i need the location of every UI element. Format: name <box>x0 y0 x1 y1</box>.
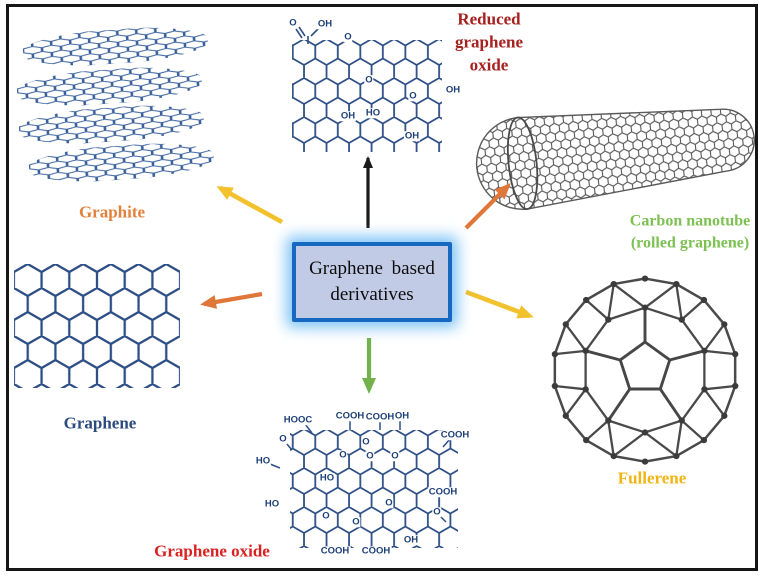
chem-label: O <box>408 90 418 102</box>
reduced-graphene-oxide-label-line2: graphene <box>455 32 523 52</box>
reduced-graphene-oxide-label-line3: oxide <box>469 55 509 75</box>
graphene-oxide-label: Graphene oxide <box>154 541 270 561</box>
central-box-title-line2: derivatives <box>330 284 414 305</box>
reduced-graphene-oxide-label-line1: Reduced <box>457 9 521 29</box>
chem-label: OH <box>393 410 411 422</box>
fullerene-structure <box>551 275 739 465</box>
chem-label: COOH <box>360 545 392 557</box>
chem-label: O <box>288 17 298 29</box>
carbon-nanotube-label-line2: (rolled graphene) <box>630 234 750 251</box>
chem-label: O <box>365 450 375 462</box>
chem-label: COOH <box>427 486 459 498</box>
arrow-to-fullerene <box>465 289 534 319</box>
chem-label: COOH <box>439 429 471 441</box>
chem-label: O <box>364 74 374 86</box>
chem-label: COOH <box>364 411 396 423</box>
chem-label: O <box>361 436 371 448</box>
graphite-structure <box>16 23 215 186</box>
arrow-to-carbon-nanotube <box>464 183 511 230</box>
reduced-graphene-oxide-label: Reduced graphene oxide <box>455 9 523 78</box>
chem-label: OH <box>402 534 420 546</box>
chem-label: OH <box>339 110 357 122</box>
chem-label: HOOC <box>282 414 314 426</box>
image-border-frame <box>6 4 758 571</box>
graphite-label: Graphite <box>78 202 146 222</box>
fullerene-label: Fullerene <box>617 468 687 488</box>
chem-label: HO <box>364 107 382 119</box>
chem-label: O <box>390 450 400 462</box>
graphene-structure <box>14 264 180 388</box>
arrow-to-graphite <box>216 185 284 225</box>
chem-label: O <box>343 31 353 43</box>
chem-label: HO <box>254 455 272 467</box>
graphene-label: Graphene <box>63 413 137 433</box>
chem-label: COOH <box>334 410 366 422</box>
chem-label: O <box>278 433 288 445</box>
central-box-title-line1: Graphene based <box>309 258 435 279</box>
chem-label: OH <box>444 84 462 96</box>
carbon-nanotube-label-line1: Carbon nanotube <box>629 212 751 230</box>
chem-label: O <box>338 449 348 461</box>
chem-label: OH <box>316 18 334 30</box>
carbon-nanotube-structure <box>475 108 755 210</box>
chem-label: HO <box>318 472 336 484</box>
chem-label: COOH <box>319 545 351 557</box>
chem-label: O <box>321 510 331 522</box>
chem-label: O <box>384 497 394 509</box>
chem-label: O <box>432 506 442 518</box>
carbon-nanotube-label: Carbon nanotube (rolled graphene) <box>630 210 750 253</box>
chem-label: O <box>351 516 361 528</box>
chem-label: HO <box>263 498 281 510</box>
central-derivatives-box: Graphene based derivatives <box>292 242 452 322</box>
chem-label: OH <box>403 130 421 142</box>
arrow-to-graphene <box>200 291 263 309</box>
